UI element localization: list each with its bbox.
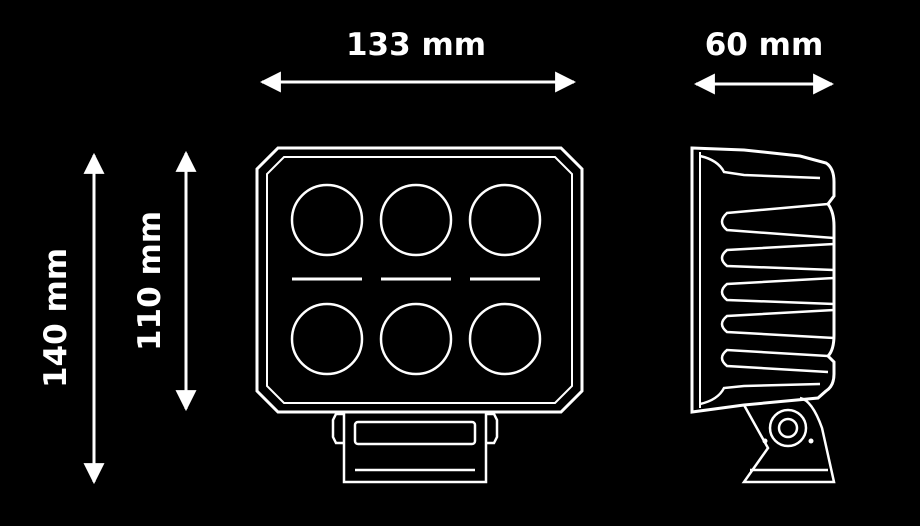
led-top-center bbox=[379, 183, 453, 257]
side-bottom-contour bbox=[699, 382, 821, 406]
depth-label: 60 mm bbox=[705, 27, 824, 63]
housing-height-dimension: 110 mm bbox=[132, 150, 197, 412]
side-bracket-rivet bbox=[762, 438, 768, 444]
side-housing bbox=[690, 146, 836, 414]
cooling-fin bbox=[720, 242, 835, 272]
side-top-contour bbox=[699, 154, 821, 180]
width-dimension: 133 mm bbox=[259, 27, 577, 93]
depth-dimension: 60 mm bbox=[693, 27, 835, 95]
led-bottom-center bbox=[379, 302, 453, 376]
side-bracket-rivet bbox=[808, 438, 814, 444]
cooling-fin bbox=[720, 202, 835, 240]
side-bracket-bolt-outer bbox=[768, 408, 808, 448]
led-bottom-right bbox=[468, 302, 542, 376]
side-bracket-bolt-inner bbox=[777, 417, 799, 439]
total-height-dimension: 140 mm bbox=[38, 152, 105, 485]
front-housing-inner bbox=[266, 156, 573, 404]
cooling-fin bbox=[720, 308, 835, 340]
led-top-right bbox=[468, 183, 542, 257]
housing-height-label: 110 mm bbox=[132, 211, 168, 351]
bracket-body bbox=[342, 412, 488, 484]
total-height-label: 140 mm bbox=[38, 248, 74, 388]
side-cooling-fins bbox=[720, 202, 835, 374]
side-bracket-body bbox=[741, 396, 836, 484]
led-top-left bbox=[290, 183, 364, 257]
cooling-fin bbox=[720, 348, 829, 374]
cooling-fin bbox=[720, 276, 835, 306]
side-view bbox=[690, 146, 836, 484]
bracket-left-tab bbox=[331, 412, 344, 445]
front-view bbox=[255, 146, 584, 484]
bracket-slot bbox=[353, 420, 477, 446]
front-mount-bracket bbox=[331, 412, 499, 484]
bracket-right-tab bbox=[486, 412, 499, 445]
width-label: 133 mm bbox=[346, 27, 486, 63]
front-housing-outer bbox=[255, 146, 584, 414]
led-bottom-left bbox=[290, 302, 364, 376]
side-mount-bracket bbox=[741, 396, 836, 484]
